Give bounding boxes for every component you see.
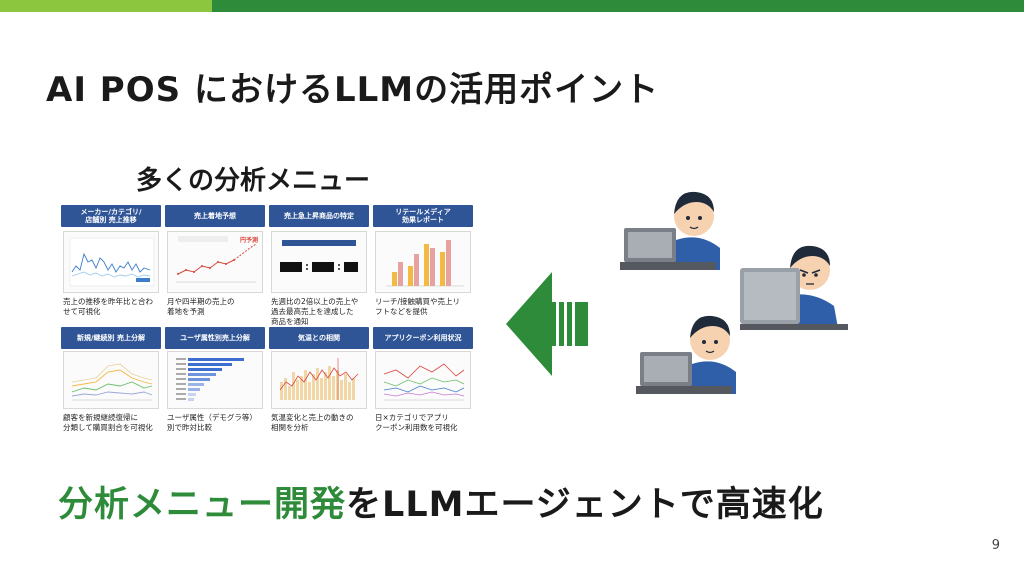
analysis-menu-heading: 多くの分析メニュー [136, 166, 371, 196]
temperature-correlation-thumbnail [271, 351, 367, 409]
card-header: 気温との相関 [269, 327, 369, 349]
card-description: ユーザ属性（デモグラ等） 別で昨対比較 [167, 413, 257, 433]
card-description: 先週比の2倍以上の売上や 過去最高売上を達成した 商品を通知 [271, 297, 359, 327]
tagline: 分析メニュー開発をLLMエージェントで高速化 [58, 476, 824, 527]
card-description: リーチ/接触購買や売上リ フトなどを提供 [375, 297, 461, 317]
card-description: 月や四半期の売上の 着地を予測 [167, 297, 235, 317]
card-header: アプリクーポン利用状況 [373, 327, 473, 349]
sales-trend-thumbnail [63, 231, 159, 293]
forecast-label: 円予測 [240, 236, 258, 244]
card-header: リテールメディア 効果レポート [373, 205, 473, 227]
card-description: 日×カテゴリでアプリ クーポン利用数を可視化 [375, 413, 458, 433]
top-accent-bar-light [0, 0, 212, 12]
top-accent-bar-dark [212, 0, 1024, 12]
top-accent-bar [0, 0, 1024, 12]
card-header: ユーザ属性別売上分解 [165, 327, 265, 349]
menu-card-sales-trend: メーカー/カテゴリ/ 店舗別 売上推移 売上の推移を昨年比と合わ せて可視化 [61, 205, 161, 316]
rising-products-thumbnail [271, 231, 367, 293]
slide-title: AI POS におけるLLMの活用ポイント [46, 70, 660, 110]
menu-card-new-returning-breakdown: 新規/継続別 売上分解 顧客を新規継続復帰に 分類して購買割合を可視化 [61, 327, 161, 432]
menu-card-sales-forecast: 売上着地予想 円予測 月や四半期の売上の 着地を予測 [165, 205, 265, 316]
left-arrow-icon [506, 272, 588, 376]
user-attribute-thumbnail [167, 351, 263, 409]
app-coupon-thumbnail [375, 351, 471, 409]
menu-card-temperature-correlation: 気温との相関 気温変化と売上の動きの 相関を分析 [269, 327, 369, 432]
retail-media-thumbnail [375, 231, 471, 293]
new-returning-thumbnail [63, 351, 159, 409]
laptop-user-icon [636, 315, 736, 394]
laptop-user-icon [740, 245, 848, 330]
menu-card-user-attribute-breakdown: ユーザ属性別売上分解 ユーザ属性（デモグラ等） 別で昨対比較 [165, 327, 265, 432]
page-number: 9 [991, 538, 1000, 553]
developers-illustration [600, 168, 860, 428]
card-description: 顧客を新規継続復帰に 分類して購買割合を可視化 [63, 413, 153, 433]
menu-card-app-coupon-usage: アプリクーポン利用状況 日×カテゴリでアプリ クーポン利用数を可視化 [373, 327, 473, 432]
tagline-rest: をLLMエージェントで高速化 [346, 485, 824, 525]
menu-card-retail-media-report: リテールメディア 効果レポート リーチ/接触購買や売上リ フトなどを提供 [373, 205, 473, 316]
analysis-menu-grid: メーカー/カテゴリ/ 店舗別 売上推移 売上の推移を昨年比と合わ せて可視化 売… [61, 205, 475, 445]
sales-forecast-thumbnail: 円予測 [167, 231, 263, 293]
card-description: 気温変化と売上の動きの 相関を分析 [271, 413, 354, 433]
card-header: 売上着地予想 [165, 205, 265, 227]
laptop-user-icon [620, 191, 720, 270]
card-description: 売上の推移を昨年比と合わ せて可視化 [63, 297, 153, 317]
card-header: 売上急上昇商品の特定 [269, 205, 369, 227]
tagline-highlight: 分析メニュー開発 [58, 485, 347, 525]
card-header: 新規/継続別 売上分解 [61, 327, 161, 349]
card-header: メーカー/カテゴリ/ 店舗別 売上推移 [61, 205, 161, 227]
menu-card-rising-products: 売上急上昇商品の特定 先週比の2倍以上の売上や 過去最高売上を達成した 商品を通… [269, 205, 369, 326]
